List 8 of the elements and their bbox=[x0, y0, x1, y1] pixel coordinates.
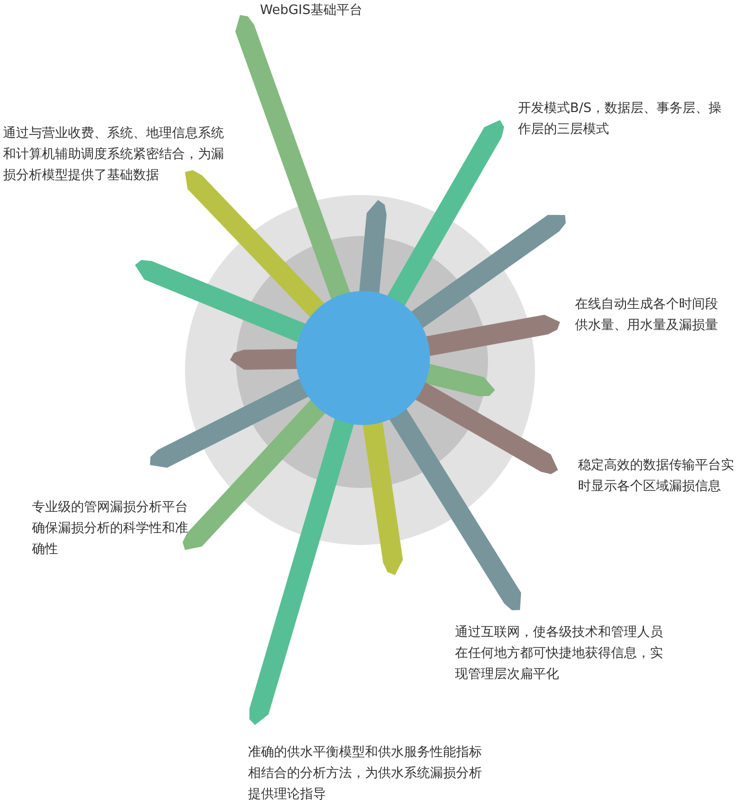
callout-text: 稳定高效的数据传输平台实时显示各个区域漏损信息 bbox=[578, 457, 735, 496]
callout-text: 开发模式B/S，数据层、事务层、操作层的三层模式 bbox=[518, 100, 723, 139]
callout-text: 准确的供水平衡模型和供水服务性能指标相结合的分析方法，为供水系统漏损分析提供理论指导 bbox=[248, 744, 483, 800]
callout-text: 在线自动生成各个时间段供水量、用水量及漏损量 bbox=[575, 296, 719, 335]
callout-text: 通过与营业收费、系统、地理信息系统和计算机辅助调度系统紧密结合，为漏损分析模型提供了基础数据 bbox=[3, 125, 225, 185]
callout-text: WebGIS基础平台 bbox=[260, 2, 364, 20]
callout-text: 专业级的管网漏损分析平台确保漏损分析的科学性和准确性 bbox=[32, 499, 189, 559]
callout-text: 通过互联网，使各级技术和管理人员在任何地方都可快捷地获得信息，实现管理层次扁平化 bbox=[455, 624, 664, 684]
